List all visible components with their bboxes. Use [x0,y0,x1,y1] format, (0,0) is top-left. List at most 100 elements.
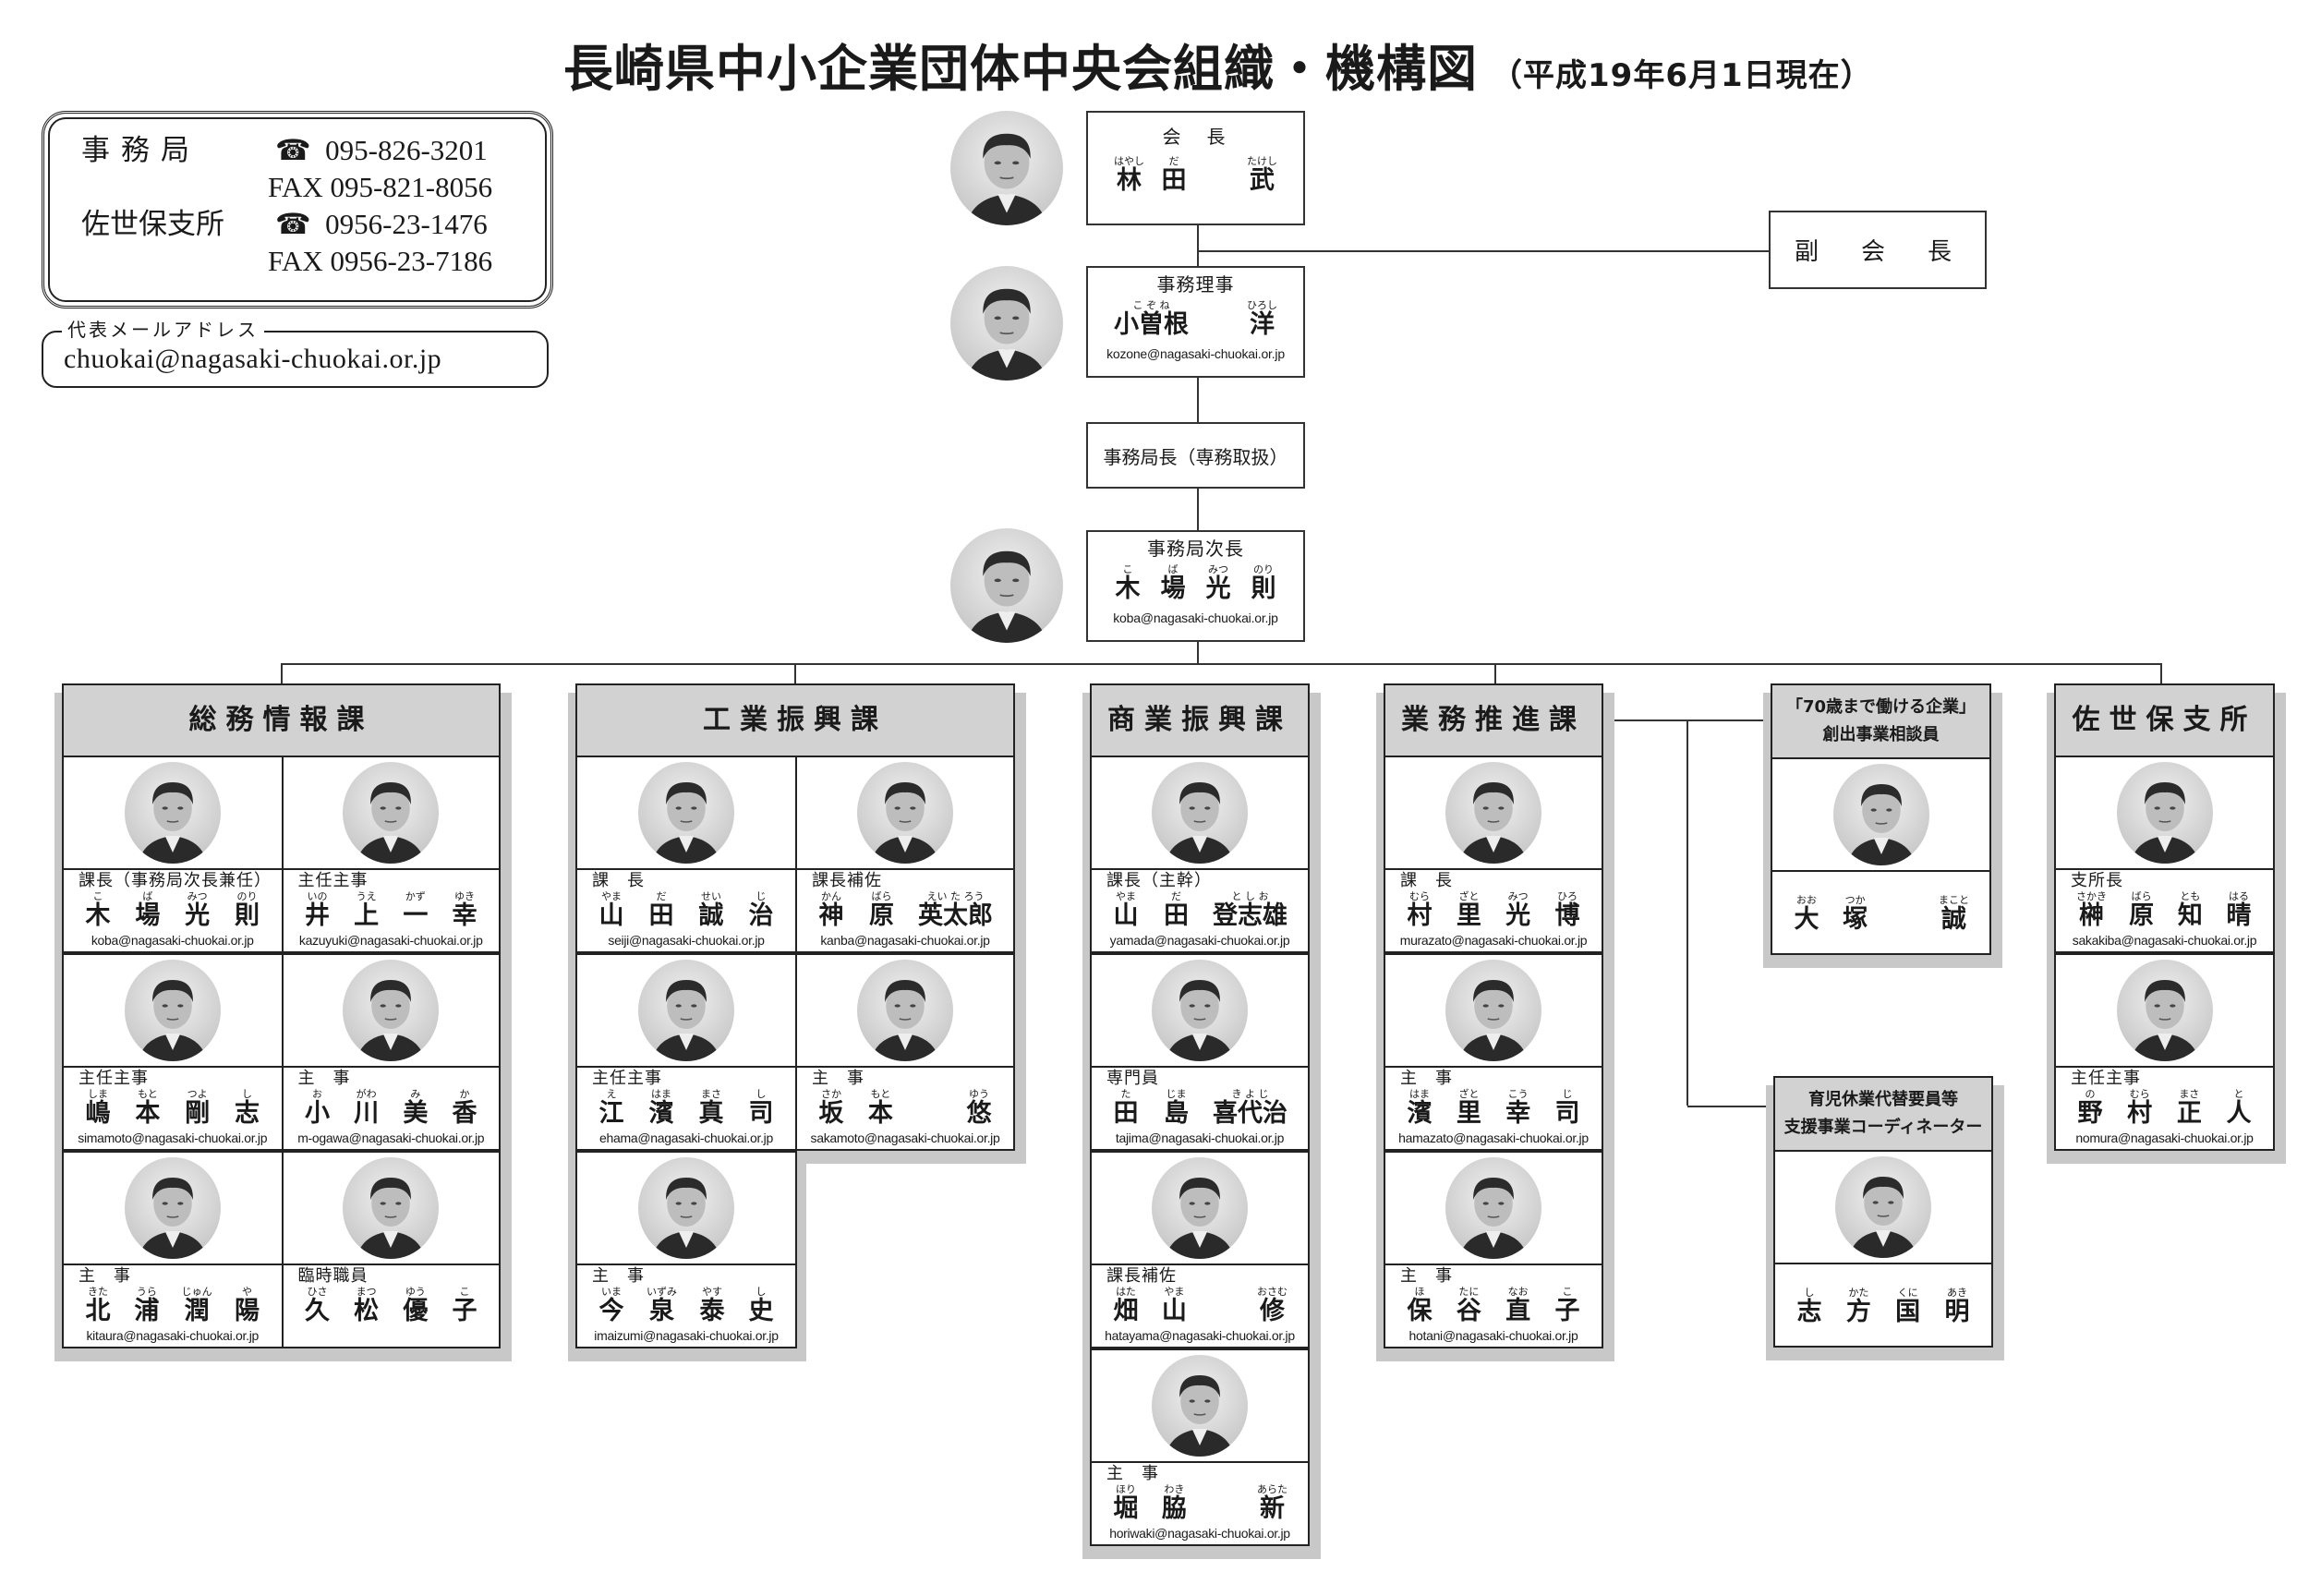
name-character: あき明 [1943,1287,1971,1326]
kanji: 村 [1407,901,1433,930]
member-email[interactable]: m-ogawa@nagasaki-chuokai.or.jp [297,1130,485,1145]
connector-drop [281,663,283,683]
member-email[interactable]: kanba@nagasaki-chuokai.or.jp [820,933,990,948]
name-character: さか坂 [817,1088,845,1128]
email-label: 代表メールアドレス [62,320,264,342]
person-portrait-icon [652,1178,720,1259]
member-photo-cell [62,1151,284,1265]
kanji: 榊 [2079,901,2104,930]
member-email[interactable]: koba@nagasaki-chuokai.or.jp [91,933,254,948]
connector-drop [2160,663,2162,683]
kanji: 浦 [134,1297,160,1325]
name-character: こ子 [1553,1286,1581,1325]
kanji: 島 [1164,1099,1189,1128]
furigana: ほり [1116,1483,1136,1495]
name-character: え江 [598,1088,625,1128]
name-character: いずみ泉 [647,1286,677,1325]
person-portrait-icon [1166,1375,1234,1457]
member-title: 主任主事 [297,871,369,890]
furigana: のり [1253,563,1274,575]
name-character: ゆう優 [402,1286,429,1325]
kanji: 美 [403,1099,429,1128]
member-email[interactable]: seiji@nagasaki-chuokai.or.jp [608,933,765,948]
kanji: 司 [748,1099,774,1128]
furigana: ゆう [405,1286,426,1298]
member-photo-cell [1771,757,1991,872]
kanji: 堀 [1113,1494,1139,1523]
name-character: うら浦 [133,1286,161,1325]
connector-childcare [1687,1106,1773,1107]
kanji: 里 [1456,1099,1481,1128]
name-character: くに国 [1894,1287,1922,1326]
member-photo-cell [795,756,1015,870]
furigana: まつ [356,1286,377,1298]
member-email[interactable]: hatayama@nagasaki-chuokai.or.jp [1105,1328,1295,1343]
kanji: 山 [1113,901,1139,930]
position-label: 会 長 [1162,126,1229,148]
member-title: 課長補佐 [1106,1266,1177,1286]
furigana: み [410,1088,421,1100]
name-character [1209,1511,1237,1523]
kanji: 治 [748,901,774,930]
kanji: 悠 [966,1099,992,1128]
member-name: お小がわ川み美か香 [304,1088,479,1128]
furigana: ばら [871,890,892,902]
name-character [1209,1313,1237,1325]
member-email[interactable]: kazuyuki@nagasaki-chuokai.or.jp [298,933,483,948]
kanji: 明 [1944,1298,1970,1326]
furigana: だ [1168,155,1179,167]
kanji: 小 [305,1099,330,1128]
kanji: 香 [452,1099,478,1128]
furigana: やま [1164,1286,1185,1298]
kanji: 田 [1113,1099,1139,1128]
member-photo [638,762,734,864]
department-header: 商業振興課 [1090,683,1310,757]
position-label: 事務理事 [1156,273,1235,296]
furigana: かん [821,890,841,902]
member-email[interactable]: tajima@nagasaki-chuokai.or.jp [1115,1130,1285,1145]
member-email[interactable]: horiwaki@nagasaki-chuokai.or.jp [1109,1526,1290,1541]
member-email[interactable]: ehama@nagasaki-chuokai.or.jp [599,1130,773,1145]
member-photo [1152,762,1248,864]
president-photo [950,111,1063,225]
member-photo [2116,762,2213,864]
department-header: 佐世保支所 [2054,683,2275,757]
member-email[interactable]: hamazato@nagasaki-chuokai.or.jp [1398,1130,1589,1145]
furigana: やま [601,890,622,902]
name-character: さかき榊 [2076,890,2107,930]
name-character: まさ正 [2175,1088,2203,1128]
member-email[interactable]: sakakiba@nagasaki-chuokai.or.jp [2072,933,2257,948]
email-address[interactable]: chuokai@nagasaki-chuokai.or.jp [64,344,442,374]
member-email[interactable]: kitaura@nagasaki-chuokai.or.jp [86,1328,260,1343]
name-character: はやし林 [1114,155,1144,195]
furigana: かた [1848,1287,1869,1299]
member-email[interactable]: murazato@nagasaki-chuokai.or.jp [1399,933,1588,948]
name-character: やす泰 [698,1286,726,1325]
name-character [1204,327,1232,339]
member-email[interactable]: hotani@nagasaki-chuokai.or.jp [1408,1328,1578,1343]
person-portrait-icon [1166,1178,1234,1259]
branch-phone: ☎ 0956-23-1476 [275,208,488,241]
kanji: 一 [403,901,429,930]
member-email[interactable]: imaizumi@nagasaki-chuokai.or.jp [594,1328,779,1343]
name-character: はた畑 [1112,1286,1140,1325]
email[interactable]: koba@nagasaki-chuokai.or.jp [1113,611,1278,625]
member-email[interactable]: yamada@nagasaki-chuokai.or.jp [1109,933,1290,948]
email[interactable]: kozone@nagasaki-chuokai.or.jp [1106,346,1285,361]
member-email[interactable]: nomura@nagasaki-chuokai.or.jp [2075,1130,2254,1145]
member-photo-cell [1090,1348,1310,1463]
name-character: たに谷 [1455,1286,1482,1325]
kanji: 新 [1259,1494,1285,1523]
kanji: 原 [2129,901,2155,930]
member-email[interactable]: simamoto@nagasaki-chuokai.or.jp [78,1130,268,1145]
furigana: し [1804,1287,1815,1299]
furigana: たけし [1247,155,1277,167]
member-email[interactable]: sakamoto@nagasaki-chuokai.or.jp [810,1130,1000,1145]
name-character: むら村 [2126,1088,2154,1128]
member-title: 主任主事 [592,1069,662,1088]
furigana: や [241,1286,252,1298]
name-character: し志 [233,1088,260,1128]
